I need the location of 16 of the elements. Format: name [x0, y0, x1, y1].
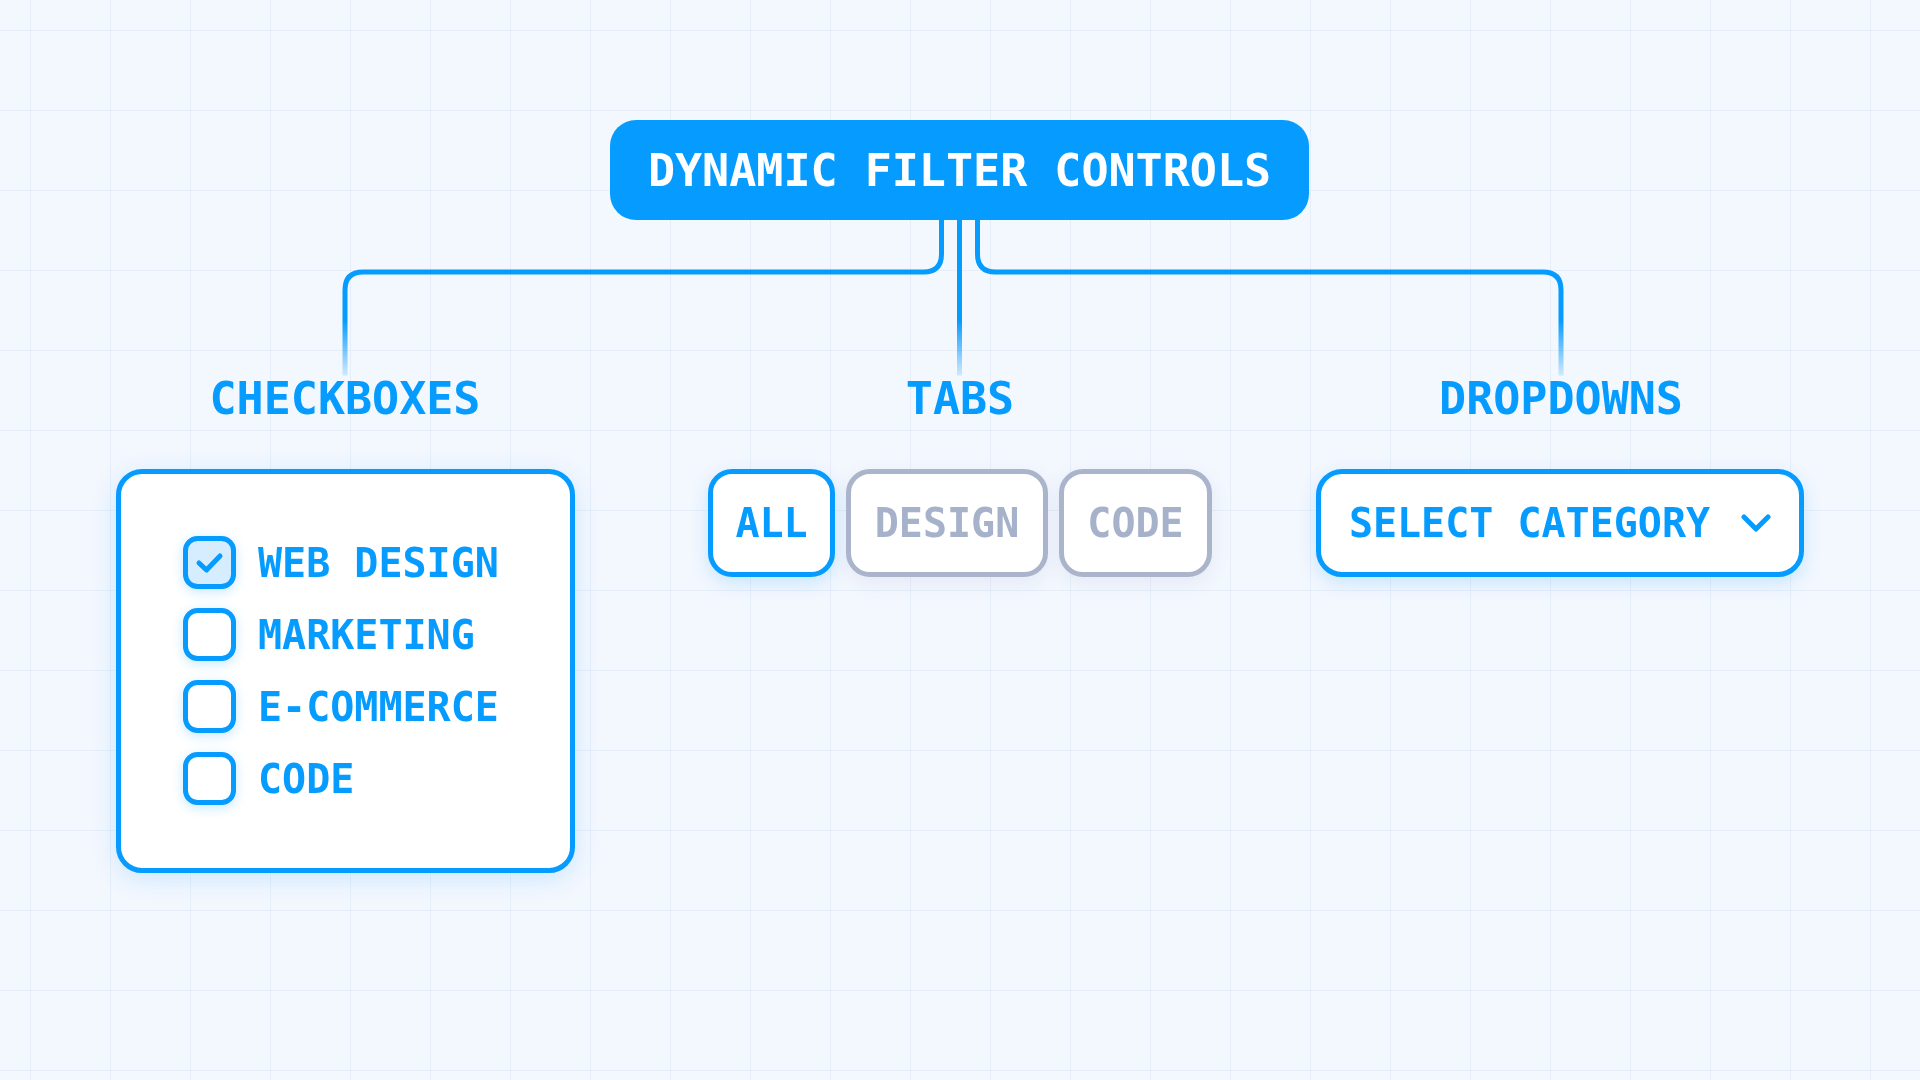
checkbox-label: MARKETING [258, 614, 475, 655]
checkbox-label: E-COMMERCE [258, 686, 499, 727]
header-box: DYNAMIC FILTER CONTROLS [610, 120, 1309, 220]
selected-tab: ALL [708, 469, 835, 577]
section-heading: TABS [905, 375, 1015, 421]
connector-line [342, 220, 944, 376]
checkbox-label: CODE [258, 758, 355, 799]
checkbox-label: WEB DESIGN [258, 542, 499, 583]
section-heading: DROPDOWNS [1439, 375, 1683, 421]
checkbox-panel [116, 469, 575, 873]
tab: DESIGN [846, 469, 1048, 577]
dropdown: SELECT CATEGORY [1316, 469, 1804, 577]
tab: CODE [1059, 469, 1212, 577]
connector-line [957, 220, 962, 376]
connector-line [975, 220, 1564, 376]
section-heading: CHECKBOXES [209, 375, 481, 421]
